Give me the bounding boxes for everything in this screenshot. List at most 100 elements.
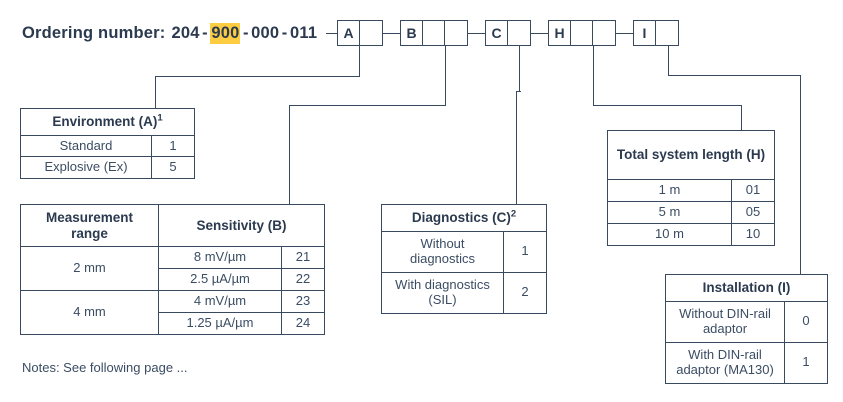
ordering-part-1: 204 bbox=[171, 23, 200, 42]
code-box-a[interactable]: A bbox=[337, 20, 383, 46]
table-row: 2 mm 8 mV/µm 21 bbox=[20, 246, 325, 291]
diagnostics-row-1-label: With diagnostics (SIL) bbox=[381, 271, 504, 314]
diagnostics-row-0-code: 1 bbox=[503, 230, 547, 273]
diagnostics-table-header-row: Diagnostics (C)2 bbox=[381, 204, 547, 232]
ordering-dash-3: - bbox=[281, 23, 288, 42]
connector-b-drop bbox=[445, 46, 446, 106]
connector-h-drop bbox=[593, 46, 594, 106]
code-box-i-letter: I bbox=[634, 21, 656, 45]
code-box-a-letter: A bbox=[338, 21, 360, 45]
ordering-part-3: 000 bbox=[251, 23, 280, 42]
connector-a-horizontal bbox=[155, 76, 360, 77]
connector-i-horizontal bbox=[668, 75, 801, 76]
sensitivity-group-1-row-0-label: 4 mV/µm bbox=[158, 289, 282, 313]
ordering-part-2-highlighted: 900 bbox=[210, 22, 241, 44]
sensitivity-table: Measurement range Sensitivity (B) 2 mm 8… bbox=[20, 203, 325, 335]
code-box-h-slot-1[interactable] bbox=[571, 21, 593, 45]
connector-b-horizontal bbox=[289, 105, 446, 106]
connector-c-jog bbox=[516, 91, 521, 92]
environment-table-header-row: Environment (A)1 bbox=[20, 108, 195, 136]
table-row: Without diagnostics 1 bbox=[381, 230, 547, 273]
installation-row-1-label: With DIN-rail adaptor (MA130) bbox=[665, 341, 785, 384]
length-row-2-label: 10 m bbox=[607, 222, 732, 246]
environment-table-title: Environment (A)1 bbox=[20, 108, 195, 136]
diagnostics-table: Diagnostics (C)2 Without diagnostics 1 W… bbox=[381, 204, 547, 314]
table-row: 10 m 10 bbox=[607, 222, 775, 246]
diagnostics-footnote-marker: 2 bbox=[510, 208, 517, 220]
connector-h-to-length-table bbox=[741, 105, 742, 130]
ordering-part-4: 011 bbox=[290, 23, 318, 42]
table-row: With diagnostics (SIL) 2 bbox=[381, 271, 547, 314]
table-row: 5 m 05 bbox=[607, 200, 775, 224]
sensitivity-group-1-row-1-code: 24 bbox=[281, 311, 325, 335]
diagnostics-row-0-label: Without diagnostics bbox=[381, 230, 504, 273]
sensitivity-table-title-sensitivity: Sensitivity (B) bbox=[158, 203, 325, 248]
connector-i-to-installation-table bbox=[800, 75, 801, 274]
connector-h-horizontal bbox=[593, 105, 742, 106]
connector-c-to-diagnostics-table bbox=[516, 91, 517, 204]
environment-table: Environment (A)1 Standard 1 Explosive (E… bbox=[20, 108, 195, 180]
code-box-c[interactable]: C bbox=[485, 20, 531, 46]
table-row: With DIN-rail adaptor (MA130) 1 bbox=[665, 341, 828, 384]
table-row: 4 mm 4 mV/µm 23 bbox=[20, 289, 325, 335]
length-row-0-code: 01 bbox=[731, 179, 775, 202]
connector-a-drop bbox=[359, 46, 360, 77]
code-box-c-slot-1[interactable] bbox=[508, 21, 530, 45]
table-row: Standard 1 bbox=[20, 134, 195, 158]
code-box-i[interactable]: I bbox=[633, 20, 679, 46]
total-system-length-table: Total system length (H) 1 m 01 5 m 05 10… bbox=[607, 130, 775, 246]
installation-row-1-code: 1 bbox=[784, 341, 828, 384]
length-row-1-label: 5 m bbox=[607, 200, 732, 224]
connector-b-to-sensitivity-table bbox=[289, 105, 290, 204]
code-box-i-slot-1[interactable] bbox=[656, 21, 678, 45]
environment-row-1-code: 5 bbox=[151, 156, 195, 180]
sensitivity-group-1-row-1-label: 1.25 µA/µm bbox=[158, 311, 282, 335]
installation-table-header-row: Installation (I) bbox=[665, 274, 828, 302]
sensitivity-group-1-range: 4 mm bbox=[20, 289, 159, 335]
connector-stub-to-box-a bbox=[326, 33, 337, 34]
length-row-0-label: 1 m bbox=[607, 179, 732, 202]
environment-row-0-code: 1 bbox=[151, 134, 195, 158]
ordering-number-label: Ordering number: bbox=[22, 23, 166, 42]
connector-c-drop bbox=[519, 46, 520, 92]
environment-row-1-label: Explosive (Ex) bbox=[20, 156, 152, 180]
code-box-h[interactable]: H bbox=[548, 20, 616, 46]
total-system-length-header-row: Total system length (H) bbox=[607, 130, 775, 180]
sensitivity-table-header-row: Measurement range Sensitivity (B) bbox=[20, 203, 325, 248]
code-box-b-slot-2[interactable] bbox=[445, 21, 467, 45]
connector-h-to-i bbox=[615, 33, 633, 34]
code-box-c-letter: C bbox=[486, 21, 508, 45]
table-row: Explosive (Ex) 5 bbox=[20, 156, 195, 180]
environment-row-0-label: Standard bbox=[20, 134, 152, 158]
total-system-length-title: Total system length (H) bbox=[607, 130, 775, 180]
ordering-dash-2: - bbox=[242, 23, 249, 42]
table-row: 1 m 01 bbox=[607, 179, 775, 202]
connector-c-to-h bbox=[530, 33, 548, 34]
table-row: 1.25 µA/µm 24 bbox=[21, 311, 325, 335]
code-box-b-letter: B bbox=[401, 21, 423, 45]
code-box-a-slot-1[interactable] bbox=[360, 21, 382, 45]
sensitivity-group-0-range: 2 mm bbox=[20, 246, 159, 291]
installation-table: Installation (I) Without DIN-rail adapto… bbox=[665, 274, 828, 384]
length-row-1-code: 05 bbox=[731, 200, 775, 224]
code-box-h-slot-2[interactable] bbox=[593, 21, 615, 45]
sensitivity-group-0-row-0-code: 21 bbox=[281, 246, 325, 269]
installation-row-0-label: Without DIN-rail adaptor bbox=[665, 300, 785, 343]
sensitivity-group-0-row-0-label: 8 mV/µm bbox=[158, 246, 282, 269]
code-box-h-letter: H bbox=[549, 21, 571, 45]
connector-a-to-b bbox=[382, 33, 400, 34]
connector-i-drop bbox=[668, 46, 669, 76]
code-box-b[interactable]: B bbox=[400, 20, 468, 46]
installation-row-0-code: 0 bbox=[784, 300, 828, 343]
diagnostics-table-title: Diagnostics (C)2 bbox=[381, 204, 547, 232]
diagnostics-row-1-code: 2 bbox=[503, 271, 547, 314]
sensitivity-table-title-range: Measurement range bbox=[20, 203, 159, 248]
connector-a-to-environment-table bbox=[155, 76, 156, 108]
connector-b-to-c bbox=[467, 33, 485, 34]
length-row-2-code: 10 bbox=[731, 222, 775, 246]
code-box-b-slot-1[interactable] bbox=[423, 21, 445, 45]
environment-footnote-marker: 1 bbox=[157, 112, 163, 124]
ordering-dash-1: - bbox=[202, 23, 208, 42]
sensitivity-group-1-row-0-code: 23 bbox=[281, 289, 325, 313]
